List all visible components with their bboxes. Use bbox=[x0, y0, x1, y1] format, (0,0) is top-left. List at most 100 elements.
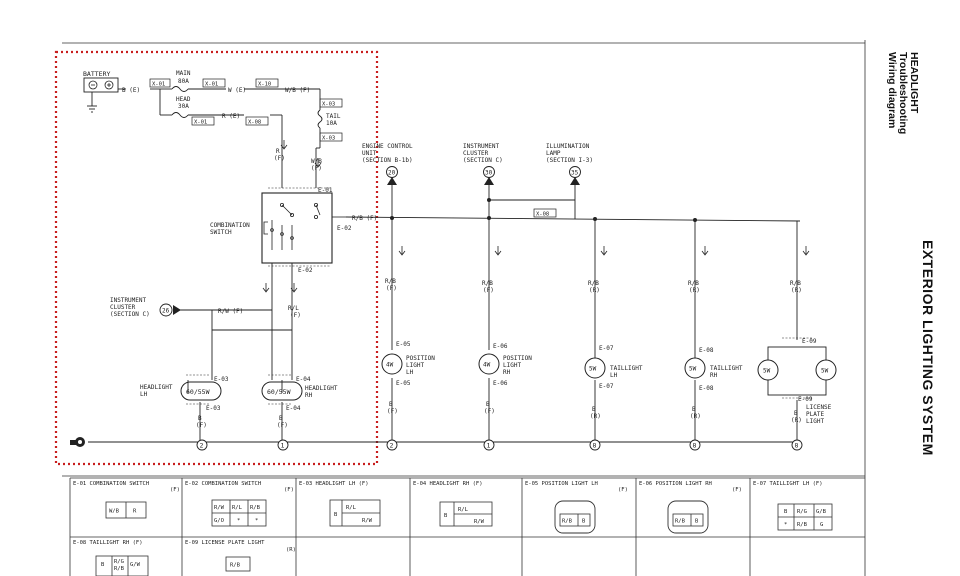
top-references: ENGINE CONTROL UNIT (SECTION B-1b) 20 IN… bbox=[362, 143, 593, 185]
hl-rh-wire-loc: (F) bbox=[277, 422, 288, 429]
ct-e02-loc: (F) bbox=[284, 487, 294, 493]
gnd-hl-lh: 2 bbox=[200, 442, 204, 450]
battery-label: BATTERY bbox=[83, 70, 110, 78]
ct-e08-p3: G/W bbox=[130, 562, 141, 568]
ct-e04-title: E-04 HEADLIGHT RH (F) bbox=[413, 481, 483, 487]
tail-lh-name-1: TAILLIGHT bbox=[610, 365, 643, 372]
lic-name-3: LIGHT bbox=[806, 418, 824, 425]
wire-wb-loc: (F) bbox=[311, 165, 322, 172]
hl-rh-wire: B bbox=[279, 415, 283, 422]
hl-lh-wire: B bbox=[198, 415, 202, 422]
tail-rh-conn-bot: E-08 bbox=[699, 385, 714, 392]
pos-lh-name-3: LH bbox=[406, 369, 414, 376]
position-light-rh: R/B (F) E-06 4W POSITION LIGHT RH E-06 B… bbox=[478, 280, 532, 415]
conn-x03b: X-03 bbox=[322, 136, 335, 142]
wire-r-label: R bbox=[276, 148, 280, 155]
wire-rb-out: R/B (F) bbox=[352, 215, 377, 222]
ct-e03-p1: R/L bbox=[346, 505, 357, 511]
headlight-lh: E-03 60/55W HEADLIGHT LH E-03 B (F) bbox=[140, 374, 229, 429]
conn-x08-right: X-08 bbox=[536, 212, 549, 218]
switch-output-labels: R/W (F) R/L (F) INSTRUMENT CLUSTER (SECT… bbox=[110, 297, 301, 319]
ct-e05-loc: (F) bbox=[618, 487, 628, 493]
ground-pins: 2 1 2 1 8 8 8 bbox=[196, 439, 803, 451]
pos-rh-name-2: LIGHT bbox=[503, 362, 521, 369]
ill-label-2: LAMP bbox=[546, 150, 561, 157]
ic-top-label-3: (SECTION C) bbox=[463, 157, 503, 164]
ct-e03-title: E-03 HEADLIGHT LH (F) bbox=[299, 481, 369, 487]
section-title: EXTERIOR LIGHTING SYSTEM bbox=[920, 240, 936, 456]
ic-top-label-2: CLUSTER bbox=[463, 150, 489, 157]
ic-top-pin: 30 bbox=[485, 170, 493, 177]
power-labels: X-01 MAIN 80A X-01 W (E) X-10 W/B (F) B … bbox=[122, 70, 343, 142]
tail-rh-name-2: RH bbox=[710, 372, 718, 379]
ct-e02-p5: * bbox=[237, 518, 240, 524]
conn-x08: X-08 bbox=[248, 120, 261, 126]
pos-lh-wire-bot-loc: (F) bbox=[387, 408, 398, 415]
tail-rh-wire-bot: B bbox=[692, 406, 696, 413]
ic-left-3: (SECTION C) bbox=[110, 311, 150, 318]
ct-e01-title: E-01 COMBINATION SWITCH bbox=[73, 481, 149, 487]
flow-arrows bbox=[262, 140, 810, 293]
tail-lh-wire-top-loc: (R) bbox=[589, 287, 600, 294]
pos-lh-wire-top-loc: (F) bbox=[386, 285, 397, 292]
ct-e05-p1: R/B bbox=[562, 519, 573, 525]
ecu-pin: 20 bbox=[388, 170, 396, 177]
gnd-license: 8 bbox=[795, 442, 799, 450]
gnd-pos-rh: 1 bbox=[487, 442, 491, 450]
pos-rh-wire-top: R/B bbox=[482, 280, 493, 287]
ct-e08-p1: B bbox=[101, 562, 105, 568]
ct-e07-p1: B bbox=[784, 509, 788, 515]
ct-e07-p2: R/G bbox=[797, 509, 807, 515]
conn-x01c: X-01 bbox=[194, 120, 207, 126]
power-wiring bbox=[118, 86, 323, 188]
ct-e06-p1: R/B bbox=[675, 519, 686, 525]
ct-e04-p1: R/L bbox=[458, 507, 469, 513]
pos-lh-conn-top: E-05 bbox=[396, 341, 411, 348]
wire-head-out: R (E) bbox=[222, 113, 240, 120]
connector-table: E-01 COMBINATION SWITCH (F) W/B R E-02 C… bbox=[69, 477, 865, 576]
ct-e09-title: E-09 LICENSE PLATE LIGHT bbox=[185, 540, 265, 546]
hl-lh-wire-loc: (F) bbox=[196, 422, 207, 429]
license-plate-light: R/B (R) E-09 5W 5W E-09 LICENSE PLATE LI… bbox=[757, 280, 837, 425]
combination-switch: R (F) W/B (F) E-01 COMBINATION SWITCH E-… bbox=[210, 148, 377, 274]
lic-wire-bot: B bbox=[794, 410, 798, 417]
ct-e07-p3: G/B bbox=[816, 509, 827, 515]
ct-e07-p4: * bbox=[784, 522, 787, 528]
lic-wire-top-loc: (R) bbox=[791, 287, 802, 294]
conn-x01: X-01 bbox=[152, 82, 165, 88]
header-line1: HEADLIGHT bbox=[908, 52, 920, 114]
pos-lh-wire-top: R/B bbox=[385, 278, 396, 285]
ct-e04-p3: R/W bbox=[474, 519, 485, 525]
ct-e04-p2: B bbox=[444, 513, 448, 519]
lic-wire-top: R/B bbox=[790, 280, 801, 287]
conn-e01: E-01 bbox=[318, 187, 333, 194]
ct-e09-p1: R/B bbox=[230, 563, 241, 569]
ct-e06-title: E-06 POSITION LIGHT RH bbox=[639, 481, 712, 487]
tail-lh-wire-top: R/B bbox=[588, 280, 599, 287]
ct-e08-p2: R/G bbox=[114, 559, 124, 565]
pos-lh-wire-bot: B bbox=[389, 401, 393, 408]
hl-lh-rating: 60/55W bbox=[186, 388, 210, 396]
hl-rh-conn-bot: E-04 bbox=[286, 405, 301, 412]
switch-label-2: SWITCH bbox=[210, 229, 232, 236]
ct-e02-p3: R/B bbox=[250, 505, 261, 511]
ill-label-3: (SECTION I-3) bbox=[546, 157, 593, 164]
position-light-lh: R/B (F) E-05 4W POSITION LIGHT LH E-05 B… bbox=[381, 278, 435, 415]
wire-rw: R/W (F) bbox=[218, 308, 243, 315]
header-block: HEADLIGHT Troubleshooting Wiring diagram bbox=[886, 52, 920, 134]
ct-e05-p2: B bbox=[582, 519, 586, 525]
lic-rating-r: 5W bbox=[821, 368, 829, 375]
conn-e02-side: E-02 bbox=[337, 225, 352, 232]
bus-junctions bbox=[390, 198, 697, 222]
lic-name-2: PLATE bbox=[806, 411, 824, 418]
tail-rh-wire-top: R/B bbox=[688, 280, 699, 287]
tail-lh-rating: 5W bbox=[589, 366, 597, 373]
tail-fuse-rating: 10A bbox=[326, 120, 337, 127]
ecu-label-2: UNIT bbox=[362, 150, 377, 157]
pos-rh-conn-top: E-06 bbox=[493, 343, 508, 350]
switch-label-1: COMBINATION bbox=[210, 222, 250, 229]
gnd-tail-rh: 8 bbox=[693, 442, 697, 450]
tail-lh-wire-bot-loc: (R) bbox=[590, 413, 601, 420]
ground-bus bbox=[70, 437, 800, 447]
conn-x10: X-10 bbox=[258, 82, 271, 88]
